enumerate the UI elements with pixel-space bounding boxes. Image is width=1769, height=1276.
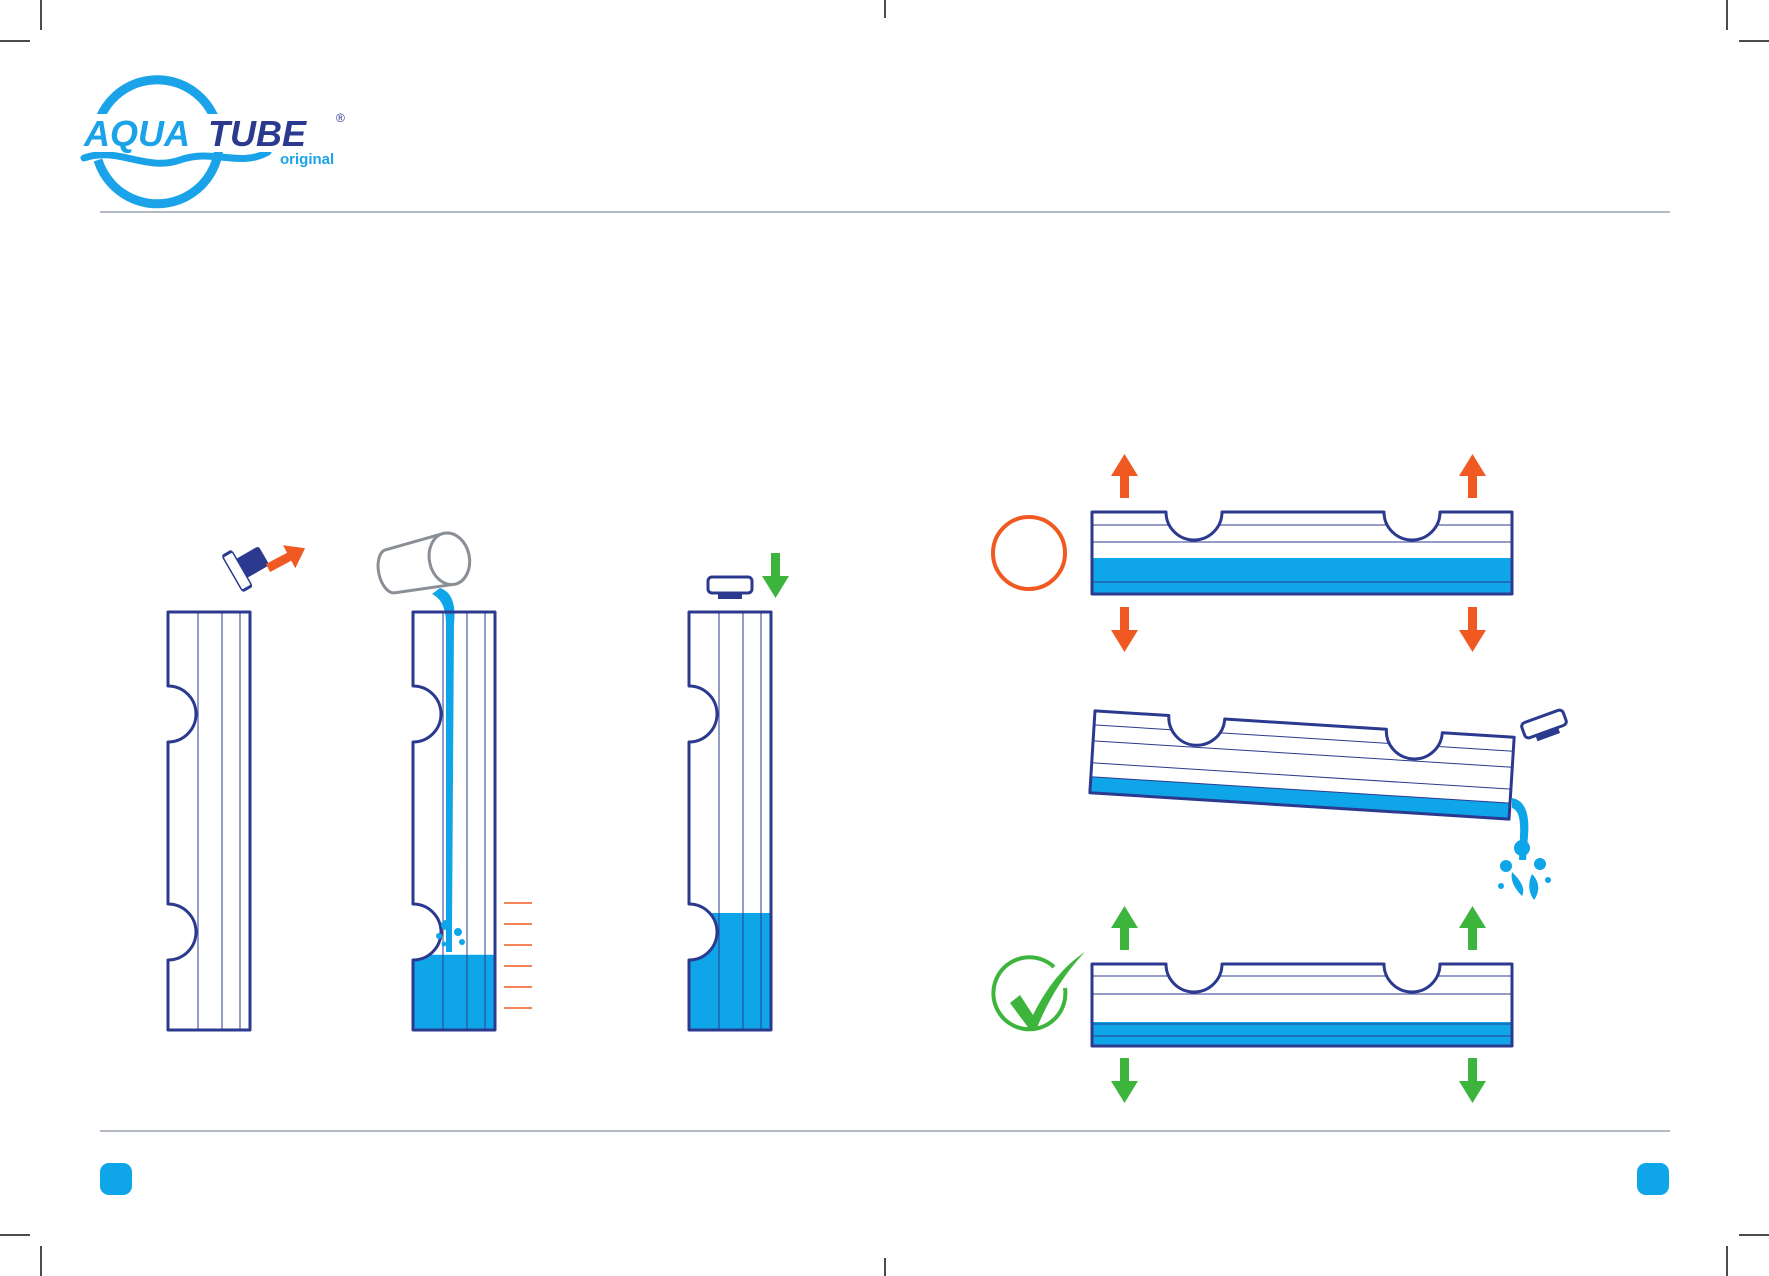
step-fill bbox=[374, 529, 532, 1040]
tube-tilted-draining bbox=[1083, 710, 1523, 823]
brand-tagline: original bbox=[280, 151, 334, 168]
arrow-icon bbox=[262, 537, 311, 580]
level-ticks bbox=[504, 903, 532, 1008]
water-splash-icon bbox=[1498, 840, 1551, 900]
tube-horizontal-incorrect bbox=[1085, 512, 1520, 598]
arrow-icon bbox=[1111, 906, 1486, 1103]
registered-mark: ® bbox=[336, 111, 345, 125]
tube-filling bbox=[400, 612, 510, 1040]
green-checkmark-icon bbox=[993, 952, 1085, 1030]
page-marker-right bbox=[1637, 1163, 1669, 1195]
pouring-cup-icon bbox=[374, 529, 475, 599]
cap-icon bbox=[1521, 709, 1570, 745]
orange-circle-icon bbox=[993, 517, 1065, 589]
step-correct-fold bbox=[993, 906, 1520, 1103]
arrow-icon bbox=[1111, 454, 1486, 652]
step-incorrect-fold bbox=[993, 454, 1520, 652]
step-remove-cap bbox=[168, 537, 311, 1030]
page-marker-left bbox=[100, 1163, 132, 1195]
tube-horizontal-correct bbox=[1085, 964, 1520, 1052]
tube-empty bbox=[168, 612, 250, 1030]
step-drain bbox=[1083, 709, 1570, 900]
cap-icon bbox=[708, 577, 752, 599]
tube-closed bbox=[680, 612, 790, 1040]
brand-logo: AQUA TUBE ® original bbox=[83, 80, 345, 204]
arrow-icon bbox=[762, 553, 789, 598]
brand-name-part1: AQUA bbox=[83, 113, 190, 154]
brand-name-part2: TUBE bbox=[208, 113, 307, 154]
step-close-cap bbox=[680, 553, 790, 1040]
